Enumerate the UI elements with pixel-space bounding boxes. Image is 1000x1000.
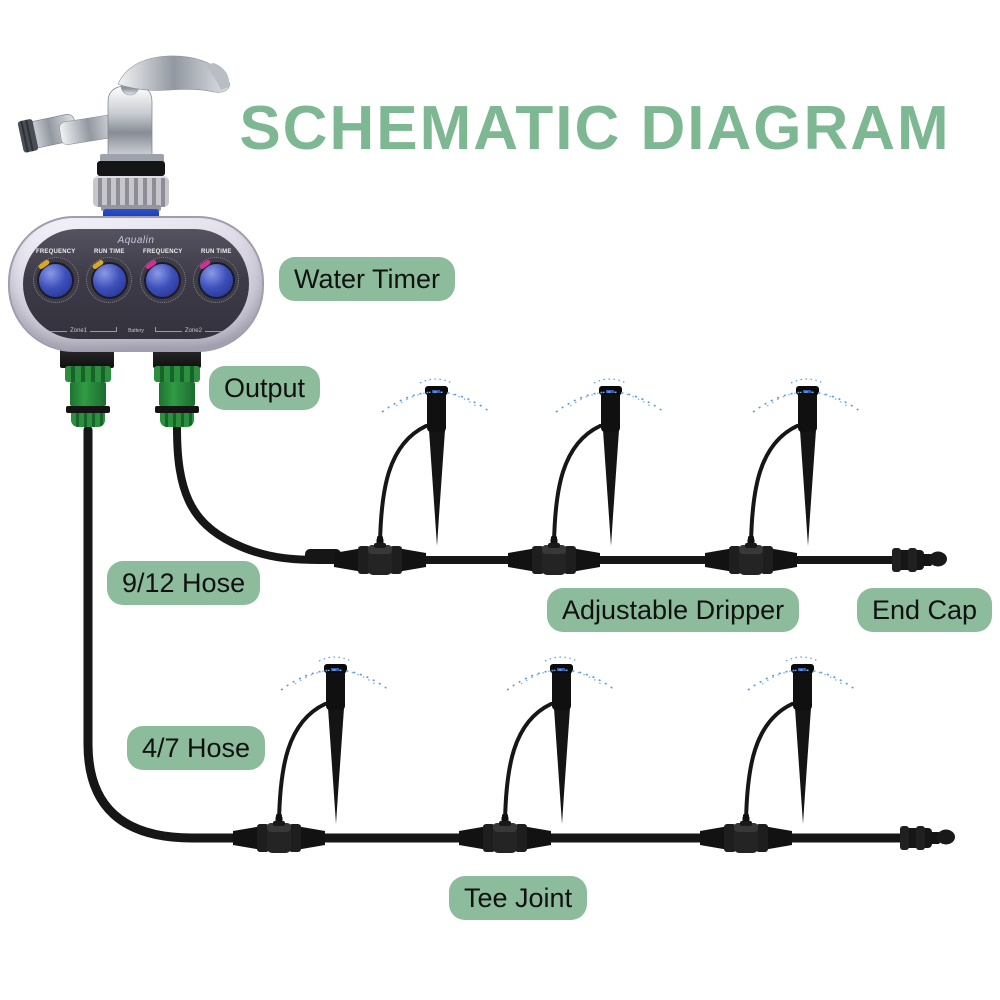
dripper-icon bbox=[371, 377, 492, 552]
knob-label: FREQUENCY bbox=[143, 249, 183, 255]
brand-text: Aqualin bbox=[117, 235, 155, 246]
water-timer-device: Aqualin FREQUENCY RUN TIME FREQUENCY bbox=[8, 216, 264, 352]
knob-label: RUN TIME bbox=[200, 249, 232, 255]
connector-nut-icon bbox=[71, 413, 105, 427]
dripper-icon bbox=[737, 655, 858, 830]
label-tee-joint: Tee Joint bbox=[449, 876, 588, 920]
hose-connector-right bbox=[153, 366, 201, 427]
label-9-12-hose: 9/12 Hose bbox=[107, 561, 261, 605]
knob-icon bbox=[197, 258, 235, 299]
knob-icon bbox=[37, 258, 75, 299]
zone-row: Zone1 Battery Zone2 bbox=[37, 327, 235, 335]
knob-unit-frequency-2: FREQUENCY bbox=[137, 249, 189, 303]
end-cap-icon bbox=[900, 826, 955, 850]
tee-joint-icon bbox=[459, 814, 551, 853]
knob-label: FREQUENCY bbox=[36, 249, 76, 255]
battery-label: Battery bbox=[128, 328, 144, 334]
dial-icon bbox=[193, 257, 240, 303]
tee-joint-icon bbox=[700, 814, 792, 853]
knob-unit-runtime-1: RUN TIME bbox=[83, 249, 135, 303]
connector-body-icon bbox=[70, 382, 106, 406]
label-output: Output bbox=[209, 366, 321, 410]
hose-adapter-icon bbox=[93, 176, 169, 207]
knob-icon bbox=[90, 258, 128, 299]
connector-nut-icon bbox=[65, 366, 111, 382]
dial-icon bbox=[32, 257, 79, 303]
tee-joint-icon bbox=[705, 536, 797, 575]
knob-unit-runtime-2: RUN TIME bbox=[190, 249, 242, 303]
tee-joint-icon bbox=[508, 536, 600, 575]
hose-coupler-icon bbox=[305, 549, 341, 563]
zone1-label: Zone1 bbox=[37, 327, 120, 334]
connector-body-icon bbox=[159, 382, 195, 406]
knob-icon bbox=[144, 258, 182, 299]
knob-row: FREQUENCY RUN TIME FREQUENCY bbox=[29, 249, 243, 303]
page-title: SCHEMATIC DIAGRAM bbox=[239, 94, 951, 163]
connector-ring-icon bbox=[66, 406, 110, 413]
zone2-label: Zone2 bbox=[152, 327, 235, 334]
dripper-icon bbox=[742, 377, 863, 552]
dial-icon bbox=[86, 257, 133, 303]
hose-connector-left bbox=[64, 366, 112, 427]
knob-unit-frequency-1: FREQUENCY bbox=[30, 249, 82, 303]
connector-ring-icon bbox=[155, 406, 199, 413]
tee-joint-icon bbox=[233, 814, 325, 853]
faucet-icon bbox=[17, 55, 231, 165]
label-water-timer: Water Timer bbox=[279, 257, 456, 301]
label-4-7-hose: 4/7 Hose bbox=[127, 726, 266, 770]
end-cap-icon bbox=[892, 548, 947, 572]
label-adjustable-dripper: Adjustable Dripper bbox=[547, 588, 800, 632]
dripper-icon bbox=[545, 377, 666, 552]
timer-face: Aqualin FREQUENCY RUN TIME FREQUENCY bbox=[23, 229, 249, 339]
adapter-ring-icon bbox=[97, 161, 165, 176]
adapter-step-icon bbox=[101, 205, 161, 211]
dial-icon bbox=[139, 257, 186, 303]
connector-nut-icon bbox=[154, 366, 200, 382]
connector-nut-icon bbox=[160, 413, 194, 427]
knob-label: RUN TIME bbox=[93, 249, 125, 255]
dripper-icon bbox=[496, 655, 617, 830]
dripper-icon bbox=[270, 655, 391, 830]
tee-joint-icon bbox=[334, 536, 426, 575]
label-end-cap: End Cap bbox=[857, 588, 993, 632]
hose-bottom-line bbox=[83, 425, 925, 843]
